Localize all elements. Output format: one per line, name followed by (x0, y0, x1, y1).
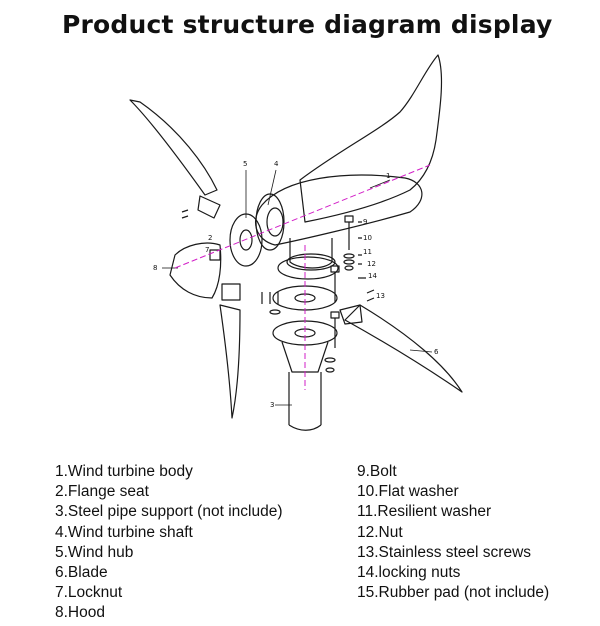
legend-item-1: 1.Wind turbine body (55, 463, 193, 480)
flange-plate-top (277, 256, 339, 280)
legend-item-9: 9.Bolt (357, 463, 397, 480)
blade-upper (129, 99, 218, 196)
callout-7: 7 (205, 246, 209, 254)
callout-13: 13 (376, 292, 385, 300)
page-title: Product structure diagram display (62, 10, 553, 39)
rotor-axis (174, 164, 431, 269)
callout-5: 5 (243, 160, 247, 168)
legend-item-11: 11.Resilient washer (357, 503, 492, 521)
legend-item-4: 4.Wind turbine shaft (55, 523, 193, 541)
legend-item-3: 3.Steel pipe support (not include) (55, 503, 283, 521)
callout-14: 14 (368, 272, 377, 280)
legend-left: 1.Wind turbine body 2.Flange seat 3.Stee… (55, 462, 282, 624)
legend-item-5: 5.Wind hub (55, 543, 134, 561)
locknut (209, 249, 221, 261)
wind-hub (229, 213, 263, 267)
callout-10: 10 (363, 234, 372, 242)
legend-item-7: 7.Locknut (55, 584, 123, 602)
callout-1: 1 (386, 172, 390, 180)
callout-2: 2 (208, 234, 212, 242)
tail-fin (299, 54, 443, 223)
callout-3: 3 (270, 401, 274, 409)
callout-12: 12 (367, 260, 376, 268)
callout-11: 11 (363, 248, 372, 256)
shaft-ring (266, 207, 284, 237)
legend-item-8: 8.Hood (55, 604, 105, 622)
legend-item-13: 13.Stainless steel screws (357, 543, 532, 561)
legend-item-12: 12.Nut (357, 523, 403, 541)
blade-lower (219, 304, 241, 419)
legend-item-2: 2.Flange seat (55, 483, 149, 501)
legend-right: 9.Bolt 10.Flat washer 11.Resilient washe… (357, 462, 549, 603)
legend-item-15: 15.Rubber pad (not include) (357, 584, 550, 602)
flange-plate-middle (272, 285, 338, 311)
turbine-body-front (255, 193, 285, 251)
flange-plate-lower (272, 320, 338, 346)
callout-4: 4 (274, 160, 279, 168)
callout-9: 9 (363, 218, 367, 226)
steel-pipe (288, 372, 322, 425)
legend-item-10: 10.Flat washer (357, 483, 459, 501)
flange-seat (289, 238, 333, 269)
hood (169, 242, 222, 299)
callout-6: 6 (434, 348, 439, 356)
turbine-body (254, 174, 423, 246)
blade-right (344, 304, 463, 393)
legend-item-14: 14.locking nuts (357, 564, 461, 582)
callout-8: 8 (153, 264, 157, 272)
legend-item-6: 6.Blade (55, 564, 108, 582)
